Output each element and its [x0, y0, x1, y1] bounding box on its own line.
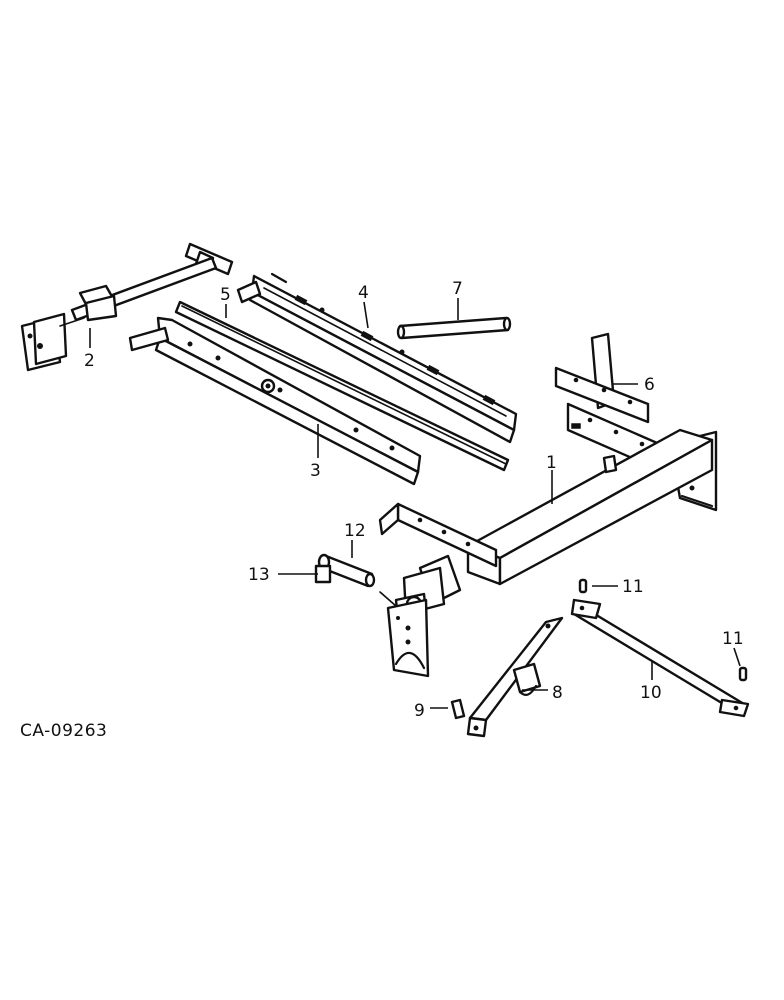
- part-5-long-rod: [174, 300, 510, 472]
- callout-11-lower: 11: [722, 629, 744, 649]
- callout-6: 6: [644, 375, 655, 395]
- callout-5: 5: [220, 285, 231, 305]
- leader-lines: [89, 298, 741, 709]
- drawing-code: CA-09263: [20, 721, 107, 741]
- part-4-slotted-rail: [236, 272, 518, 444]
- callout-1: 1: [546, 453, 557, 473]
- part-10-brace-rod: [570, 598, 750, 718]
- part-9-small-pin: [450, 698, 466, 720]
- callout-12: 12: [344, 521, 366, 541]
- callout-labels: 1 2 3 4 5 6 7 8 9 10 11 11 12 13: [84, 279, 744, 721]
- part-7-short-rod: [396, 316, 512, 340]
- callout-9: 9: [414, 701, 425, 721]
- part-11-cotter-pin-a: [578, 578, 588, 594]
- callout-13: 13: [248, 565, 270, 585]
- callout-11-upper: 11: [622, 577, 644, 597]
- callout-7: 7: [452, 279, 463, 299]
- callout-4: 4: [358, 283, 369, 303]
- callout-2: 2: [84, 351, 95, 371]
- callout-10: 10: [640, 683, 662, 703]
- part-2-bracket-arm: [20, 242, 234, 372]
- part-13-clip: [314, 564, 332, 584]
- part-11-cotter-pin-b: [738, 666, 748, 682]
- callout-8: 8: [552, 683, 563, 703]
- callout-3: 3: [310, 461, 321, 481]
- part-3-angle-channel: [128, 316, 422, 486]
- part-1-main-frame: [378, 428, 718, 678]
- part-8-support-arm: [466, 616, 564, 738]
